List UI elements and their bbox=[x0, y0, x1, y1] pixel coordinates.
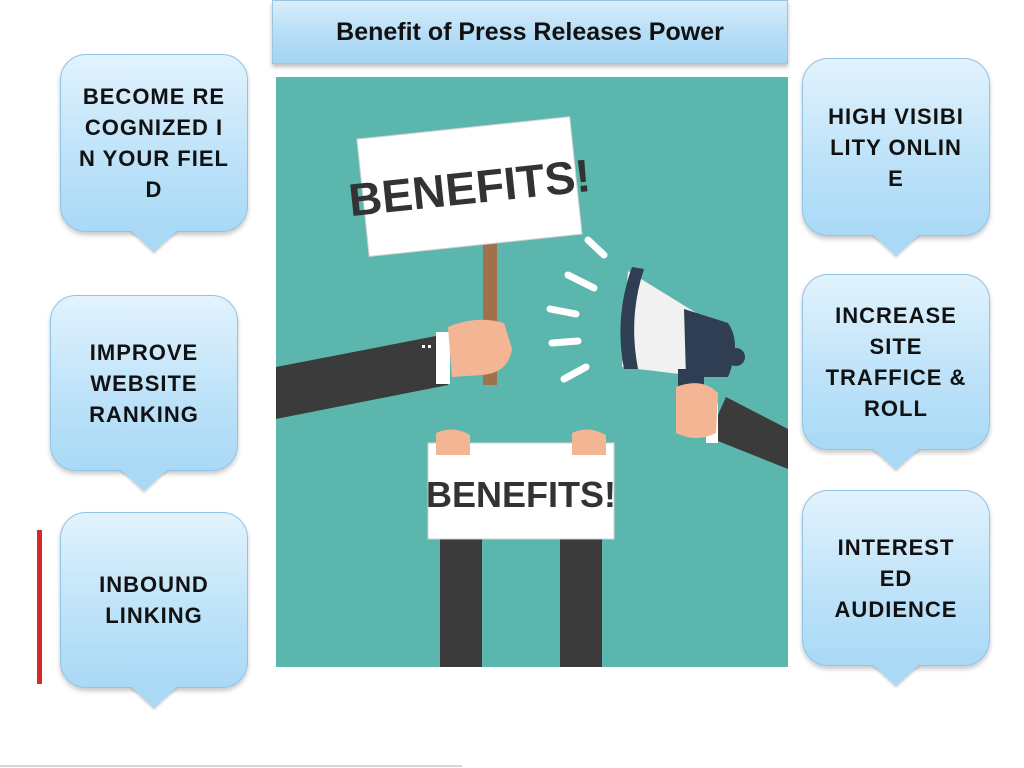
callout-label: HIGH VISIBILITY ONLINE bbox=[828, 103, 964, 191]
callout-interested-audience: INTEREST ED AUDIENCE bbox=[802, 490, 990, 666]
right-arm bbox=[676, 383, 788, 469]
sign-top: BENEFITS! bbox=[346, 116, 593, 258]
sound-lines bbox=[546, 236, 608, 383]
callout-inbound-linking: INBOUND LINKING bbox=[60, 512, 248, 688]
callout-improve-ranking: IMPROVE WEBSITE RANKING bbox=[50, 295, 238, 471]
callout-label: INTEREST ED AUDIENCE bbox=[834, 534, 958, 622]
megaphone-icon bbox=[620, 267, 745, 391]
sign-bottom-text: BENEFITS! bbox=[426, 474, 616, 515]
slide-title: Benefit of Press Releases Power bbox=[336, 18, 724, 46]
left-arm bbox=[276, 237, 512, 419]
callout-high-visibility: HIGH VISIBILITY ONLINE bbox=[802, 58, 990, 236]
bottom-divider bbox=[0, 765, 462, 767]
callout-label: BECOME RECOGNIZED IN YOUR FIELD bbox=[79, 84, 229, 202]
sign-bottom-group: BENEFITS! bbox=[426, 429, 616, 667]
callout-label: INCREASE SITE TRAFFICE & ROLL bbox=[825, 303, 967, 421]
red-accent-bar bbox=[37, 530, 42, 684]
callout-increase-traffic: INCREASE SITE TRAFFICE & ROLL bbox=[802, 274, 990, 450]
callout-become-recognized: BECOME RECOGNIZED IN YOUR FIELD bbox=[60, 54, 248, 232]
callout-label: INBOUND LINKING bbox=[99, 572, 209, 628]
slide-title-box: Benefit of Press Releases Power bbox=[272, 0, 788, 64]
benefits-illustration: BENEFITS! BENEFITS! bbox=[276, 77, 788, 667]
callout-label: IMPROVE WEBSITE RANKING bbox=[89, 339, 199, 427]
